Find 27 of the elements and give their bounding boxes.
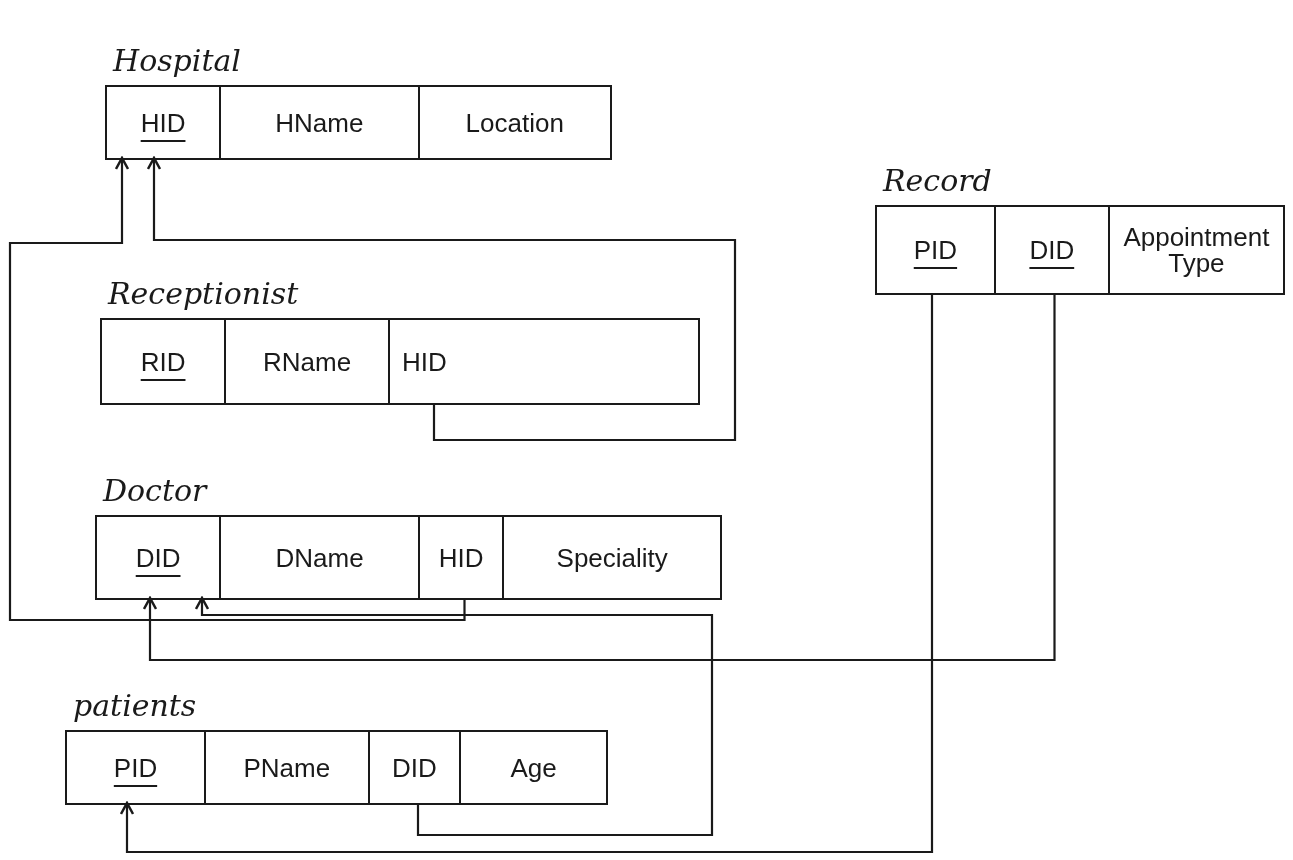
foreign-key-arrow xyxy=(119,293,934,854)
attribute-field: HName xyxy=(221,87,420,158)
table-heading: patients xyxy=(73,687,197,725)
attribute-field: Location xyxy=(419,87,610,158)
attribute-field: HID xyxy=(390,320,698,403)
attribute-field: DName xyxy=(221,517,420,598)
foreign-key-arrow xyxy=(146,156,737,442)
attribute-field: PName xyxy=(205,732,370,803)
primary-key-field: DID xyxy=(995,207,1110,293)
primary-key-field: PID xyxy=(67,732,206,803)
primary-key-field: DID xyxy=(97,517,222,598)
attribute-field: Speciality xyxy=(504,517,720,598)
table-heading: Doctor xyxy=(103,472,207,510)
primary-key-field: RID xyxy=(102,320,227,403)
primary-key-field: PID xyxy=(877,207,996,293)
attribute-field: HID xyxy=(419,517,505,598)
foreign-key-arrow xyxy=(194,596,714,837)
foreign-key-arrow xyxy=(142,293,1056,662)
foreign-key-arrow xyxy=(8,156,466,622)
attribute-field: Appointment Type xyxy=(1109,207,1283,293)
table-heading: Receptionist xyxy=(108,275,299,313)
table-heading: Record xyxy=(883,162,992,200)
attribute-field: DID xyxy=(369,732,462,803)
primary-key-field: HID xyxy=(107,87,222,158)
attribute-field: Age xyxy=(461,732,606,803)
attribute-field: RName xyxy=(226,320,391,403)
table-heading: Hospital xyxy=(113,42,241,80)
